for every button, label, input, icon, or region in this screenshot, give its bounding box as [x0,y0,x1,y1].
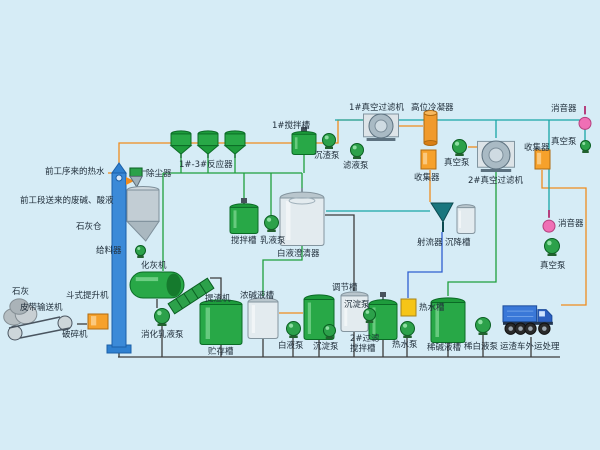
jet-device-icon [430,202,454,232]
sediment-pump-icon [321,133,337,149]
lime-slaker-label: 化灰机 [141,261,167,271]
feeder-icon [134,245,147,258]
muffler-right-icon [542,210,556,236]
sedimentation-pump-1-icon [322,324,337,339]
filtrate-pump-icon [349,143,365,159]
hot-water-tank-label: 热水槽 [419,303,445,313]
mixing-tank-label: 搅拌槽 [231,236,257,246]
reactor-3-icon [223,130,247,158]
dust-collector-label: 除尘器 [146,169,172,179]
reactor-2-icon [196,130,220,158]
dilute-white-liquor-pump-icon [474,317,492,335]
slag-truck-label: 运渣车外运处理 [500,342,560,352]
dilute-alkali-tank-label: 稀碱液槽 [427,343,462,353]
collector-1-icon [420,149,437,170]
feeder-label: 给料器 [96,246,122,256]
belt-conveyor-label: 皮带输送机 [20,303,63,313]
vacuum-filter-2-label: 2#真空过滤机 [468,176,524,186]
bucket-elevator-label: 斗式提升机 [66,291,109,301]
storage-tank-icon [199,299,243,345]
hot-water-pump-label: 热水泵 [392,340,418,350]
crusher-icon [87,313,109,330]
vacuum-pump-top-label: 真空泵 [551,137,577,147]
settling-tank-icon [456,204,476,234]
waste-liquor-source-label: 前工段送来的废碱、酸液 [20,196,114,206]
hot-water-tank-icon [400,298,417,317]
reactor-1-icon [169,130,193,158]
muffler-top-label: 消音器 [551,104,577,114]
vacuum-filter-1-label: 1#真空过滤机 [349,103,405,113]
slag-extractor-label: 提渣机 [205,294,231,304]
high-level-condenser-label: 高位冷凝器 [411,103,454,113]
mixing-tank-1-icon [291,127,317,155]
sediment-pump-label: 沉渣泵 [314,151,340,161]
filter-mixing-tank-2-label: 2#过滤 搅拌槽 [350,334,380,355]
jet-device-label: 射流器 [417,238,443,248]
belt-conveyor-icon [5,312,77,342]
conc-alkali-tank-icon [247,297,279,339]
vacuum-filter-2-icon [477,138,515,172]
white-liquor-clarifier-icon [279,188,325,246]
hot-water-source-label: 前工序来的热水 [45,167,105,177]
mixing-tank-1-label: 1#搅拌槽 [272,121,311,131]
flow-line-blue [407,232,443,298]
bucket-elevator-icon [106,162,134,354]
lime-label: 石灰 [12,287,30,297]
emulsion-pump-icon [263,215,280,232]
lime-slaker-icon [129,271,185,299]
muffler-top-icon [578,106,592,134]
high-level-condenser-icon [423,110,438,146]
sedimentation-pump-2-label: 沉淀泵 [344,300,370,310]
vacuum-pump-1-label: 真空泵 [444,158,470,168]
lime-silo-label: 石灰仓 [76,222,102,232]
dilute-white-liquor-pump-label: 稀白液泵 [464,342,499,352]
flow-line-green [447,172,497,296]
filter-mixing-tank-2-icon [368,292,398,340]
vacuum-pump-top-icon [579,140,592,153]
sedimentation-pump-1-label: 沉淀泵 [313,342,339,352]
regulating-tank-icon [340,291,369,332]
crusher-label: 破碎机 [62,330,88,340]
hot-water-pump-icon [399,321,416,338]
slag-extractor-icon [165,275,217,317]
digestion-emulsion-pump-label: 消化乳液泵 [141,330,184,340]
flow-line-orange [541,170,587,306]
vacuum-pump-1-icon [451,139,468,156]
dust-collector-icon [128,167,147,189]
mixing-tank-icon [229,198,259,234]
lime-silo-icon [125,186,160,242]
white-liquor-pump-icon [285,321,302,338]
collector-1-label: 收集器 [414,173,440,183]
collector-2-icon [534,149,551,170]
slag-truck-icon [502,299,560,337]
muffler-right-label: 消音器 [558,219,584,229]
storage-tank-label: 贮存槽 [208,347,234,357]
filtrate-pump-label: 滤液泵 [343,161,369,171]
collector-2-label: 收集器 [524,143,550,153]
flow-line-green [262,246,303,296]
white-liquor-pump-label: 白液泵 [278,341,304,351]
emulsion-pump-label: 乳液泵 [260,236,286,246]
regulating-tank-label: 调节槽 [332,283,358,293]
reactors-label: 1#-3#反应器 [179,160,233,170]
conc-alkali-tank-label: 浓碱液槽 [240,291,275,301]
lime-pile-icon [3,295,39,327]
flow-line-black [210,277,222,299]
vacuum-filter-1-icon [363,111,399,141]
digestion-emulsion-pump-icon [153,308,171,326]
sedimentation-pump-2-icon [362,308,377,323]
dilute-alkali-tank-icon [430,297,466,343]
vacuum-pump-right-icon [543,238,561,256]
flow-line-black [325,214,355,291]
settling-tank-label: 沉降槽 [445,238,471,248]
clarifier-label: 白液澄清器 [277,249,320,259]
vacuum-pump-right-label: 真空泵 [540,261,566,271]
